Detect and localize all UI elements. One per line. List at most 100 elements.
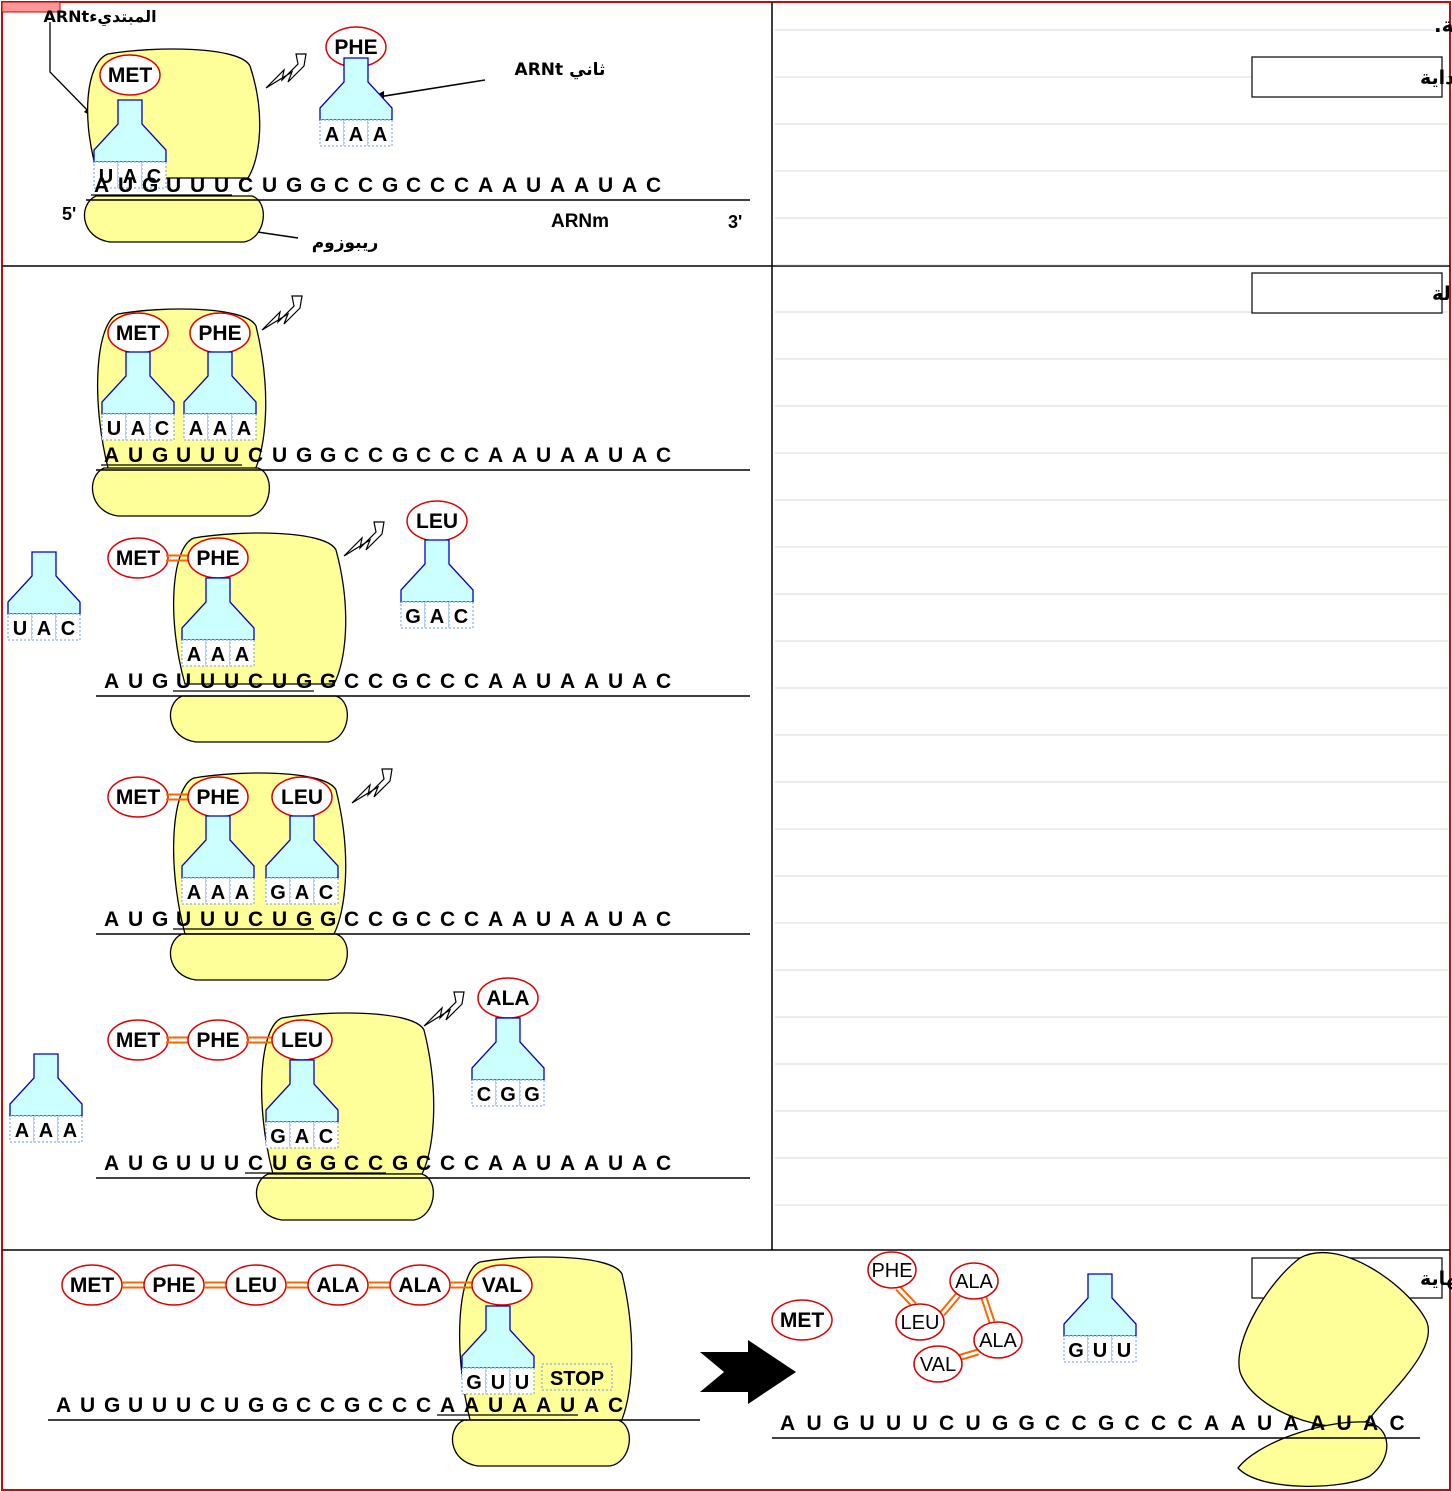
mrna-base: C: [358, 174, 373, 197]
peptide-bond: [985, 1296, 996, 1322]
mrna-base: U: [176, 444, 191, 467]
mrna-base: U: [214, 174, 229, 197]
anticodon-cell: [265, 1121, 291, 1149]
anticodon-cell: [231, 413, 257, 441]
anticodon-base: A: [131, 418, 145, 440]
mrna-base: A: [464, 1394, 479, 1417]
anticodon-cell: [205, 639, 231, 667]
mrna-base: G: [392, 908, 408, 931]
amino-acid-label: MET: [116, 322, 161, 345]
anticodon-base: A: [189, 418, 203, 440]
label-mrna: ARNm: [551, 211, 609, 232]
amino-acid: [107, 1019, 169, 1061]
mrna-base: C: [656, 670, 671, 693]
mrna-base: G: [344, 1394, 360, 1417]
released-amino-acid: [973, 1321, 1023, 1359]
mrna-base: A: [488, 444, 503, 467]
mrna-base: U: [536, 908, 551, 931]
mrna-base: U: [272, 444, 287, 467]
mrna-base: C: [1390, 1412, 1405, 1435]
mrna-base: A: [1363, 1412, 1378, 1435]
trna-body: [7, 551, 81, 615]
anticodon-cell: [149, 413, 175, 441]
mrna-base: A: [560, 908, 575, 931]
mrna-base: C: [464, 908, 479, 931]
anticodon-cell: [183, 413, 209, 441]
mrna-base: A: [584, 670, 599, 693]
stage-label-termination: مرحلة النهاية: [1420, 1268, 1452, 1290]
amino-acid-label: ALA: [486, 987, 529, 1010]
anticodon-cell: [400, 601, 426, 629]
amino-acid-label: LEU: [281, 786, 323, 809]
mrna-base: A: [1310, 1412, 1325, 1435]
mrna-base: G: [152, 1152, 168, 1175]
mrna-base: C: [1072, 1412, 1087, 1435]
mrna-base: G: [296, 1152, 312, 1175]
mrna-base: U: [224, 444, 239, 467]
amino-acid-label: PHE: [196, 786, 239, 809]
amino-acid-label: VAL: [920, 1354, 956, 1376]
anticodon-base: G: [500, 1084, 516, 1106]
mrna-base: C: [368, 1394, 383, 1417]
mrna-base: U: [536, 670, 551, 693]
anticodon-base: A: [325, 124, 339, 146]
mrna-base: G: [286, 174, 302, 197]
mrna-base: U: [272, 670, 287, 693]
mrna-base: U: [200, 1152, 215, 1175]
transition-arrow: [700, 1340, 796, 1404]
amino-acid-label: MET: [116, 786, 161, 809]
mrna-base: C: [440, 1152, 455, 1175]
mrna-base: C: [368, 908, 383, 931]
mrna-base: C: [334, 174, 349, 197]
ribosome-small-subunit: [451, 1419, 630, 1467]
mrna-base: A: [780, 1412, 795, 1435]
mrna-base: G: [382, 174, 398, 197]
anticodon-cell: [313, 1121, 339, 1149]
amino-acid-label: PHE: [196, 547, 239, 570]
anticodon-base: A: [211, 644, 225, 666]
mrna-base: C: [464, 444, 479, 467]
anticodon-base: A: [63, 1120, 77, 1142]
amino-acid-label: LEU: [281, 1029, 323, 1052]
mrna-base: U: [128, 1152, 143, 1175]
anticodon-cell: [461, 1367, 487, 1395]
peptide-bond: [899, 1285, 917, 1304]
mrna-base: U: [272, 1152, 287, 1175]
energy-spark-icon: [261, 295, 303, 331]
anticodon-cell: [229, 877, 255, 905]
mrna-base: G: [833, 1412, 849, 1435]
mrna-base: U: [608, 670, 623, 693]
anticodon-base: U: [99, 166, 113, 188]
anticodon-base: A: [235, 644, 249, 666]
answer-ruled-lines: [775, 29, 1448, 1206]
mrna-base: C: [1045, 1412, 1060, 1435]
label-three-prime: 3': [728, 212, 742, 232]
mrna-base: C: [440, 444, 455, 467]
mrna-base: A: [1204, 1412, 1219, 1435]
anticodon-base: G: [405, 606, 421, 628]
mrna-base: G: [152, 670, 168, 693]
anticodon-base: C: [61, 618, 75, 640]
ribosome-small-subunit: [169, 695, 348, 743]
mrna-base: C: [430, 174, 445, 197]
mrna-base: C: [416, 670, 431, 693]
mrna-base: G: [248, 1394, 264, 1417]
anticodon-cell: [1063, 1335, 1089, 1363]
amino-acid-label: MET: [108, 64, 153, 87]
anticodon-base: U: [107, 418, 121, 440]
mrna-base: A: [560, 444, 575, 467]
mrna-base: U: [608, 1152, 623, 1175]
trna-body: [319, 57, 393, 121]
anticodon-cell: [367, 119, 393, 147]
amino-acid: [107, 537, 169, 579]
anticodon-base: C: [477, 1084, 491, 1106]
peptide-bond: [943, 1295, 961, 1317]
released-amino-acid: [913, 1345, 963, 1383]
mrna-base: C: [320, 1394, 335, 1417]
